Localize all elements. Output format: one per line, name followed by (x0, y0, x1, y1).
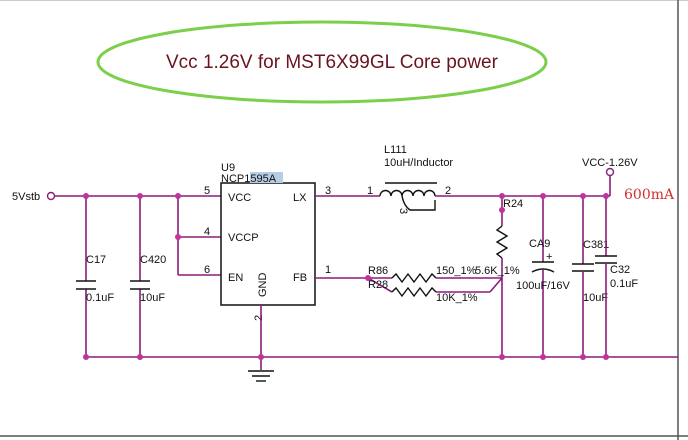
inductor-pin3: 3 (397, 208, 409, 214)
pin-fb-number: 1 (325, 264, 331, 276)
r86-ref: R86 (368, 265, 388, 277)
inductor-pin1: 1 (367, 185, 373, 197)
title: Vcc 1.26V for MST6X99GL Core power (166, 52, 499, 73)
c420-ref: C420 (140, 254, 166, 266)
input-net-label: 5Vstb (12, 191, 40, 203)
c381-value: 10uF (583, 292, 608, 304)
junction-dots (83, 193, 609, 360)
pin-vcc-number: 5 (204, 185, 210, 197)
ca9-value: 100uF/16V (516, 280, 570, 292)
output-terminal (605, 167, 615, 177)
pin-en-label: EN (228, 272, 243, 284)
c32-ref: C32 (610, 264, 630, 276)
capacitor-c420 (130, 280, 150, 290)
pin-vccp-label: VCCP (228, 232, 259, 244)
r28-ref: R28 (368, 279, 388, 291)
resistor-r28 (391, 286, 437, 298)
inductor-value: 10uH/Inductor (384, 157, 453, 169)
pin-vccp-number: 4 (204, 226, 210, 238)
r24-value: 5.6K_1% (475, 265, 520, 277)
inductor-ref: L111 (384, 144, 407, 156)
pin-vcc-label: VCC (228, 192, 251, 204)
ca9-polarity: + (546, 251, 552, 263)
pin-gnd-number: 2 (253, 315, 265, 321)
ic-part-highlight (250, 172, 283, 183)
ca9-plate-negative (531, 268, 555, 273)
output-current-label: 600mA (624, 187, 675, 203)
pin-fb-label: FB (293, 272, 307, 284)
c381-ref: C381 (583, 239, 609, 251)
output-net-label: VCC-1.26V (582, 157, 638, 169)
c32-value: 0.1uF (610, 278, 638, 290)
resistor-r86 (391, 272, 437, 284)
ground-symbol (248, 370, 274, 382)
ic-part: NCP1595A (221, 173, 277, 185)
resistor-r24 (495, 225, 509, 259)
pin-en-number: 6 (204, 264, 210, 276)
r24-ref: R24 (503, 198, 523, 210)
ic-ref: U9 (221, 162, 235, 174)
title-ellipse (96, 20, 548, 104)
r28-value: 10K_1% (436, 292, 478, 304)
c17-ref: C17 (86, 254, 106, 266)
r28-join-wire (489, 277, 503, 293)
r28-left-wire (367, 277, 393, 293)
pin-lx-label: LX (293, 192, 307, 204)
ca9-ref: CA9 (529, 238, 550, 250)
c420-value: 10uF (140, 292, 165, 304)
input-terminal (46, 191, 56, 201)
pin-lx-number: 3 (325, 185, 331, 197)
capacitor-c17 (76, 280, 96, 290)
pin-gnd-label: GND (257, 273, 269, 298)
inductor-l111 (379, 182, 437, 211)
input-wires (55, 195, 221, 357)
c17-value: 0.1uF (86, 292, 114, 304)
inductor-pin2: 2 (445, 185, 451, 197)
r86-value: 150_1% (436, 265, 477, 277)
